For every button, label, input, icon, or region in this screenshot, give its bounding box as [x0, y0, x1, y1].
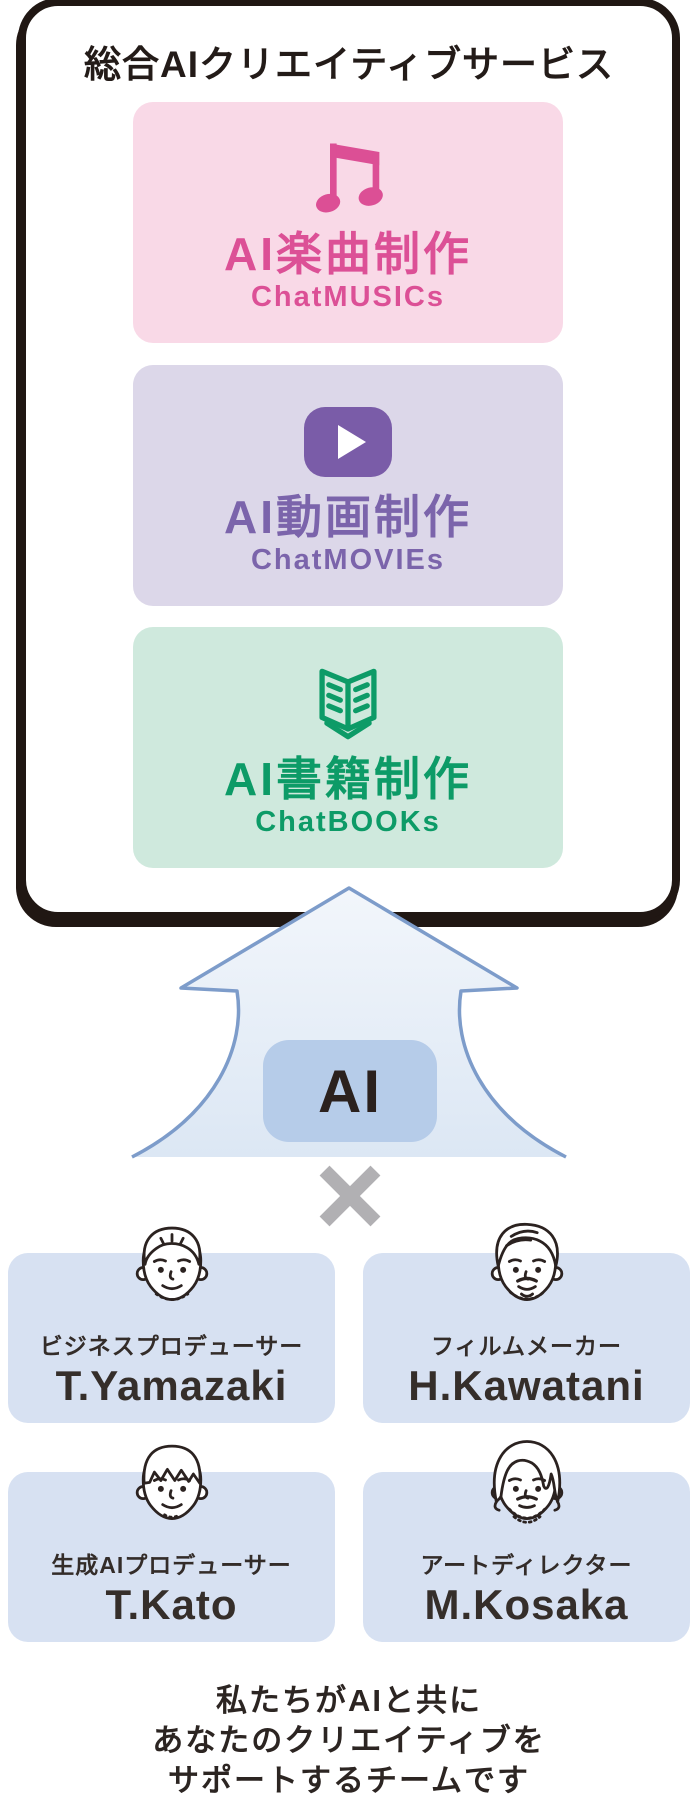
multiply-icon — [314, 1160, 386, 1232]
footer-line-2: あなたのクリエイティブを — [152, 1723, 546, 1758]
member-card-kawatani: フィルムメーカー H.Kawatani — [363, 1222, 690, 1423]
member-role: ビジネスプロデューサー — [39, 1332, 304, 1359]
member-name: T.Yamazaki — [55, 1362, 288, 1409]
member-role: アートディレクター — [420, 1551, 633, 1578]
service-label: AI書籍制作 — [224, 753, 472, 805]
member-name: T.Kato — [105, 1581, 238, 1628]
avatar-kosaka — [490, 1440, 563, 1524]
service-subtitle: ChatBOOKs — [255, 806, 441, 838]
member-card-yamazaki: ビジネスプロデューサー T.Yamazaki — [8, 1226, 335, 1423]
service-subtitle: ChatMOVIEs — [250, 544, 446, 576]
page-title: 総合AIクリエイティブサービス — [83, 44, 615, 85]
music-note-icon — [304, 133, 392, 225]
member-role: 生成AIプロデューサー — [51, 1551, 292, 1578]
member-card-kato: 生成AIプロデューサー T.Kato — [8, 1444, 335, 1642]
service-label: AI楽曲制作 — [224, 228, 472, 280]
service-card-book: AI書籍制作 ChatBOOKs — [133, 627, 563, 868]
ai-chip: AI — [263, 1040, 437, 1142]
member-card-kosaka: アートディレクター M.Kosaka — [363, 1440, 690, 1642]
up-arrow-icon — [131, 886, 567, 1159]
member-name: H.Kawatani — [408, 1362, 645, 1409]
avatar-yamazaki — [135, 1226, 208, 1301]
avatar-kawatani — [490, 1222, 563, 1301]
footer-line-3: サポートするチームです — [167, 1763, 531, 1798]
member-name: M.Kosaka — [424, 1581, 629, 1628]
service-label: AI動画制作 — [224, 491, 472, 543]
service-card-music: AI楽曲制作 ChatMUSICs — [133, 102, 563, 343]
service-subtitle: ChatMUSICs — [250, 281, 445, 313]
member-role: フィルムメーカー — [430, 1332, 623, 1359]
open-book-icon — [300, 658, 396, 750]
service-card-movie: AI動画制作 ChatMOVIEs — [133, 365, 563, 606]
footer-line-1: 私たちがAIと共に — [216, 1683, 482, 1718]
avatar-kato — [135, 1444, 208, 1520]
ai-chip-label: AI — [318, 1057, 382, 1125]
footer-caption: 私たちがAIと共に あなたのクリエイティブを サポートするチームです — [0, 1681, 698, 1801]
play-icon — [303, 396, 393, 488]
